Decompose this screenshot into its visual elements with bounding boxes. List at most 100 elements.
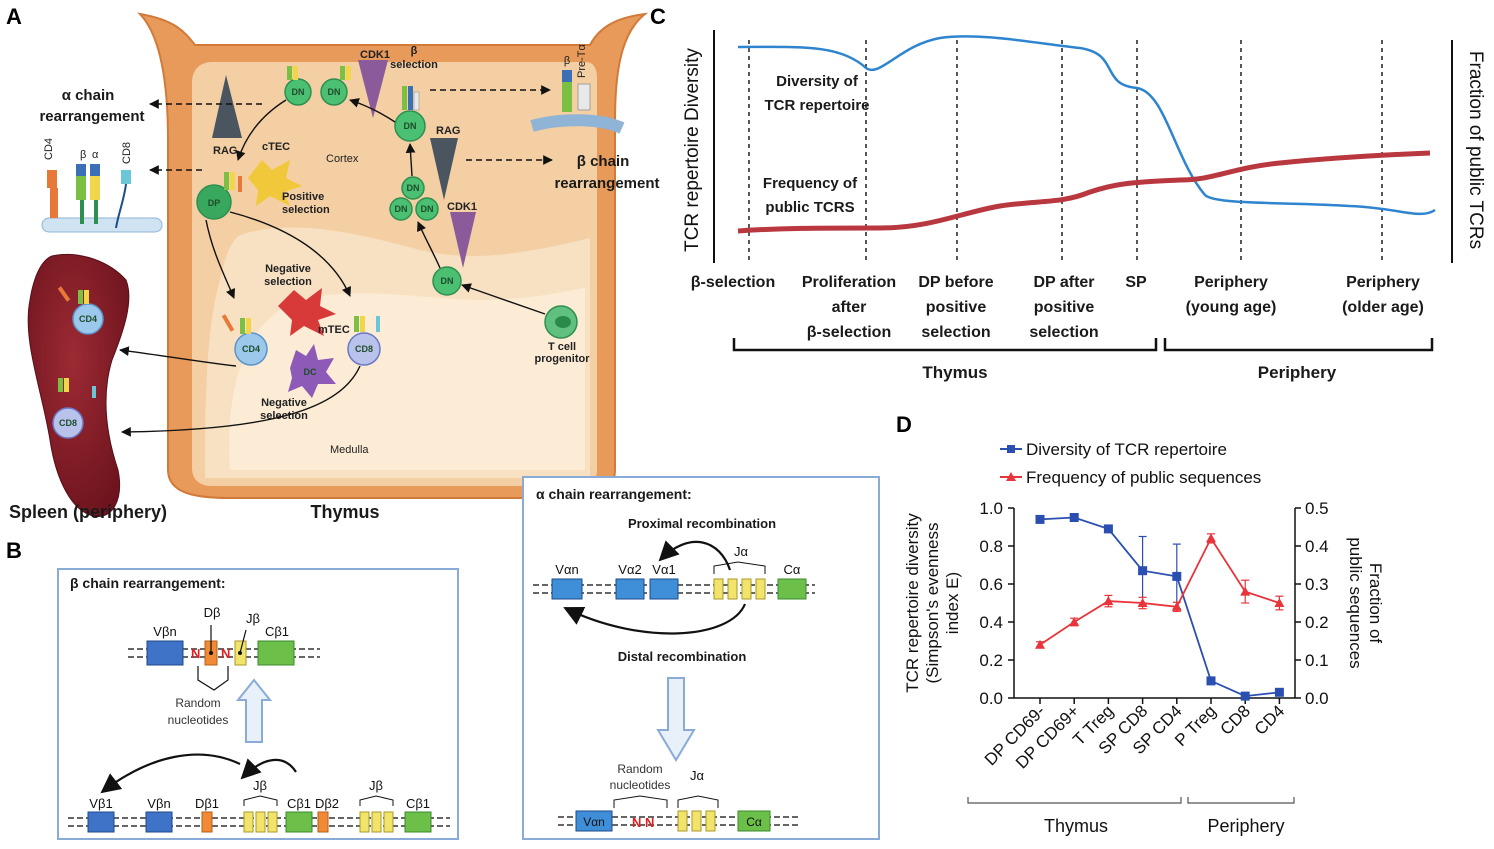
alpha-box bbox=[522, 476, 880, 840]
data-point-triangle bbox=[1206, 533, 1216, 543]
svg-text:DN: DN bbox=[292, 87, 305, 97]
cd4-sp-cell: CD4 bbox=[221, 314, 268, 366]
y-tick-label-right: 0.4 bbox=[1305, 537, 1329, 556]
chain-label-cd8: CD8 bbox=[121, 142, 133, 164]
panel-label-b: B bbox=[6, 538, 22, 563]
d-ylabel-left-1: TCR repertoire diversity bbox=[903, 513, 922, 693]
ja-label: Jα bbox=[734, 544, 749, 559]
c-stage-label: after bbox=[832, 299, 867, 316]
dn-cell: DN bbox=[432, 266, 462, 296]
alpha-rearrangement-label-2: rearrangement bbox=[39, 108, 144, 125]
c-stage-label: selection bbox=[921, 324, 990, 341]
t-cell-progenitor-label-2: progenitor bbox=[535, 353, 591, 365]
d-right-ticks: 0.00.10.20.30.40.5 bbox=[1295, 499, 1329, 708]
y-tick-label-left: 0.8 bbox=[979, 537, 1003, 556]
y-tick-label-left: 1.0 bbox=[979, 499, 1003, 518]
d-left-ticks: 0.00.20.40.60.81.0 bbox=[979, 499, 1014, 708]
va1-label: Vα1 bbox=[652, 562, 675, 577]
c-group-thymus: Thymus bbox=[922, 363, 987, 382]
y-tick-label-right: 0.3 bbox=[1305, 575, 1329, 594]
mtec-cell bbox=[278, 288, 336, 336]
spleen-cd4-cell: CD4 bbox=[57, 286, 104, 335]
svg-text:DN: DN bbox=[328, 87, 341, 97]
vbn-label: Vβn bbox=[153, 624, 176, 639]
d-series bbox=[1035, 513, 1285, 701]
distal-arrow bbox=[563, 603, 747, 635]
spleen-label: Spleen (periphery) bbox=[9, 502, 167, 522]
germline-gene-label: Jβ bbox=[253, 778, 267, 793]
data-point-square bbox=[1069, 513, 1079, 522]
panel-d: D Diversity of TCR repertoire Frequency … bbox=[896, 412, 1385, 836]
panel-alpha: α chain rearrangement: Proximal recombin… bbox=[522, 476, 880, 840]
spleen-cd8-cell: CD8 bbox=[52, 378, 96, 439]
data-point-triangle bbox=[1069, 617, 1080, 626]
ctec-label: cTEC bbox=[262, 141, 290, 153]
n-nucleotide: N bbox=[632, 815, 641, 830]
svg-text:DC: DC bbox=[304, 367, 317, 377]
dn-cell: DN bbox=[320, 78, 348, 106]
c-frequency-label-1: Frequency of bbox=[763, 175, 858, 192]
va2-label: Vα2 bbox=[618, 562, 641, 577]
c-stage-label: DP after bbox=[1033, 274, 1094, 291]
c-stage-label: selection bbox=[1029, 324, 1098, 341]
db-label: Dβ bbox=[204, 605, 221, 620]
cdk1-triangle-bottom bbox=[450, 212, 476, 268]
van-label: Vαn bbox=[555, 562, 578, 577]
cdk1-triangle-top bbox=[358, 60, 388, 118]
chain-label-alpha: α bbox=[92, 149, 99, 161]
y-tick-label-left: 0.4 bbox=[979, 613, 1003, 632]
dn-cell: DN bbox=[401, 176, 425, 200]
proximal-arrow bbox=[658, 540, 732, 571]
beta-top-strand: N N bbox=[128, 625, 320, 691]
alpha-rearranged-strand: Vαn N N Cα bbox=[558, 795, 800, 832]
alpha-title: α chain rearrangement: bbox=[536, 486, 692, 502]
germline-gene-label: Vβ1 bbox=[89, 796, 112, 811]
medulla-label: Medulla bbox=[330, 444, 369, 456]
rag-triangle-right bbox=[430, 138, 458, 200]
n-nucleotide: N bbox=[645, 815, 654, 830]
negative-selection-top-2: selection bbox=[264, 276, 312, 288]
developmental-arrows bbox=[119, 98, 546, 437]
germline-gene-label: Vβn bbox=[147, 796, 170, 811]
svg-text:Cα: Cα bbox=[746, 815, 762, 829]
tcr-membrane-left bbox=[41, 164, 163, 233]
series-line bbox=[1039, 516, 1280, 698]
rag-triangle-left bbox=[212, 75, 242, 138]
c-diversity-curve bbox=[737, 35, 1436, 216]
cdk1-label-top: CDK1 bbox=[360, 49, 390, 61]
germline-gene-label: Dβ1 bbox=[195, 796, 219, 811]
y-tick-label-left: 0.2 bbox=[979, 651, 1003, 670]
recombination-arrow bbox=[240, 758, 297, 780]
data-point-triangle bbox=[1274, 598, 1285, 607]
c-diversity-label-2: TCR repertoire bbox=[764, 97, 869, 114]
svg-text:Vαn: Vαn bbox=[583, 815, 605, 829]
d-legend: Diversity of TCR repertoire Frequency of… bbox=[1000, 440, 1261, 487]
random-nucleotides-b-2: nucleotides bbox=[168, 713, 229, 727]
random-nucleotides-a-1: Random bbox=[617, 762, 662, 776]
mtec-label: mTEC bbox=[318, 324, 350, 336]
recombination-arrow bbox=[100, 753, 241, 794]
c-stage-label: Periphery bbox=[1194, 274, 1268, 291]
germline-gene-label: Dβ2 bbox=[315, 796, 339, 811]
c-stage-label: Proliferation bbox=[802, 274, 896, 291]
beta-germline-strand bbox=[68, 795, 450, 833]
n-nucleotide: N bbox=[191, 646, 200, 661]
c-stage-label: DP before bbox=[918, 274, 993, 291]
svg-text:CD8: CD8 bbox=[355, 344, 373, 354]
negative-selection-bottom-1: Negative bbox=[261, 397, 307, 409]
data-point-square bbox=[1274, 687, 1284, 697]
cb1-label: Cβ1 bbox=[265, 624, 289, 639]
cd8-sp-cell: CD8 bbox=[347, 316, 381, 366]
rag-label-right: RAG bbox=[436, 125, 460, 137]
d-ylabel-left-3: index E) bbox=[943, 572, 962, 634]
c-group-periphery: Periphery bbox=[1258, 363, 1337, 382]
c-stage-label: (older age) bbox=[1342, 299, 1424, 316]
negative-selection-top-1: Negative bbox=[265, 263, 311, 275]
random-nucleotides-a-2: nucleotides bbox=[610, 778, 671, 792]
c-ylabel-left: TCR repertoire Diversity bbox=[682, 48, 703, 252]
d-group-periphery: Periphery bbox=[1207, 816, 1284, 836]
germline-gene-label: Jβ bbox=[369, 778, 383, 793]
thymus-label: Thymus bbox=[310, 502, 379, 522]
data-point-square bbox=[1138, 566, 1148, 576]
